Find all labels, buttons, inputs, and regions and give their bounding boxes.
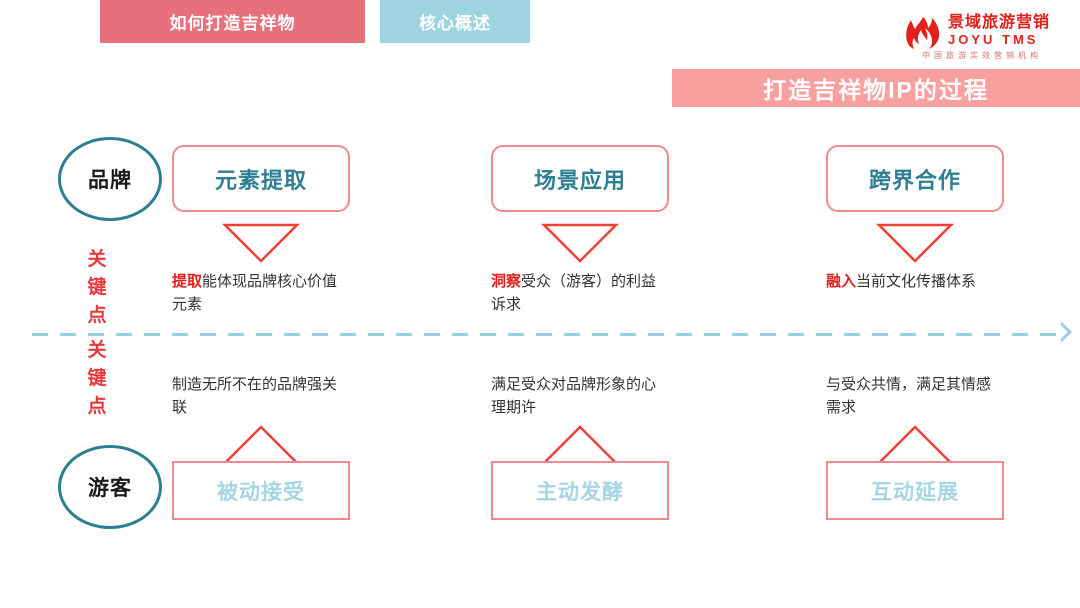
tab-label: 核心概述	[419, 14, 491, 33]
keypoint-char-3: 点	[87, 305, 107, 326]
keypoint-char-3: 点	[87, 396, 107, 417]
page-title: 打造吉祥物IP的过程	[763, 77, 989, 103]
axis-circle-brand: 品牌	[58, 137, 162, 221]
axis-circle-brand-label: 品牌	[88, 169, 132, 192]
keypoint-label-bottom: 关 键 点	[82, 337, 112, 421]
stage-box-label: 跨界合作	[868, 167, 961, 193]
brand-text-3: 当前文化传播体系	[856, 273, 977, 290]
brand-description-3: 融入当前文化传播体系	[826, 270, 1001, 293]
keypoint-char-2: 键	[87, 277, 107, 298]
brand-description-1: 提取能体现品牌核心价值元素	[172, 270, 347, 316]
arrow-up-triangle-icon-2	[540, 425, 620, 465]
brand-keyword-3: 融入	[826, 273, 857, 290]
arrow-down-triangle-icon-1	[221, 223, 301, 263]
keypoint-char-1: 关	[87, 249, 107, 270]
visitor-description-1: 制造无所不在的品牌强关联	[172, 373, 347, 419]
arrow-down-triangle-icon-3	[875, 223, 955, 263]
flame-icon	[906, 17, 940, 49]
result-box-label: 互动延展	[871, 480, 959, 504]
visitor-description-3: 与受众共情，满足其情感需求	[826, 373, 1001, 419]
timeline-dashed-line	[32, 333, 1064, 336]
visitor-text-1: 制造无所不在的品牌强关联	[172, 376, 338, 416]
brand-description-2: 洞察受众（游客）的利益诉求	[491, 270, 666, 316]
stage-box-3[interactable]: 跨界合作	[826, 145, 1004, 212]
logo-english-name: JOYU TMS	[948, 32, 1039, 47]
keypoint-label-top: 关 键 点	[82, 246, 112, 330]
stage-box-2[interactable]: 场景应用	[491, 145, 669, 212]
result-box-label: 主动发酵	[536, 480, 624, 504]
arrow-up-triangle-icon-3	[875, 425, 955, 465]
brand-text-1: 能体现品牌核心价值元素	[172, 273, 338, 313]
stage-box-label: 元素提取	[214, 167, 307, 193]
arrow-down-triangle-icon-2	[540, 223, 620, 263]
logo-subtitle: 中国旅游实效营销机构	[922, 51, 1042, 60]
result-box-3[interactable]: 互动延展	[826, 461, 1004, 520]
brand-text-2: 受众（游客）的利益诉求	[491, 273, 657, 313]
visitor-description-2: 满足受众对品牌形象的心理期许	[491, 373, 666, 419]
result-box-2[interactable]: 主动发酵	[491, 461, 669, 520]
result-box-label: 被动接受	[217, 480, 305, 504]
keypoint-char-1: 关	[87, 340, 107, 361]
stage-box-label: 场景应用	[533, 167, 626, 193]
brand-keyword-1: 提取	[172, 273, 203, 290]
arrow-up-triangle-icon-1	[221, 425, 301, 465]
tab-core-overview[interactable]: 核心概述	[380, 0, 530, 43]
brand-keyword-2: 洞察	[491, 273, 522, 290]
logo-chinese-name: 景域旅游营销	[948, 14, 1051, 31]
visitor-text-2: 满足受众对品牌形象的心理期许	[491, 376, 657, 416]
result-box-1[interactable]: 被动接受	[172, 461, 350, 520]
page-title-banner: 打造吉祥物IP的过程	[672, 69, 1080, 107]
axis-circle-visitor: 游客	[58, 445, 162, 529]
tab-label: 如何打造吉祥物	[169, 14, 296, 33]
visitor-text-3: 与受众共情，满足其情感需求	[826, 376, 992, 416]
keypoint-char-2: 键	[87, 368, 107, 389]
axis-circle-visitor-label: 游客	[88, 477, 132, 500]
tab-how-to-build-mascot[interactable]: 如何打造吉祥物	[100, 0, 365, 43]
stage-box-1[interactable]: 元素提取	[172, 145, 350, 212]
brand-logo: 景域旅游营销 JOYU TMS 中国旅游实效营销机构	[900, 14, 1075, 66]
